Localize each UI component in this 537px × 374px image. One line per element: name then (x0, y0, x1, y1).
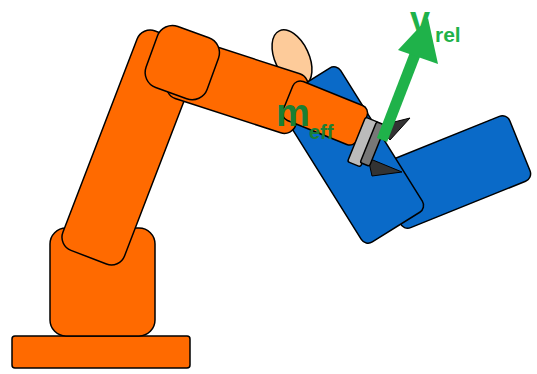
mass-symbol: m (276, 94, 310, 132)
velocity-subscript: rel (435, 24, 461, 45)
robot-elbow (141, 21, 224, 104)
velocity-symbol: v (410, 2, 430, 38)
velocity-arrow (382, 52, 416, 140)
mass-subscript: eff (309, 122, 333, 142)
robot-base-plate (12, 336, 190, 368)
gripper-jaw (368, 158, 402, 176)
